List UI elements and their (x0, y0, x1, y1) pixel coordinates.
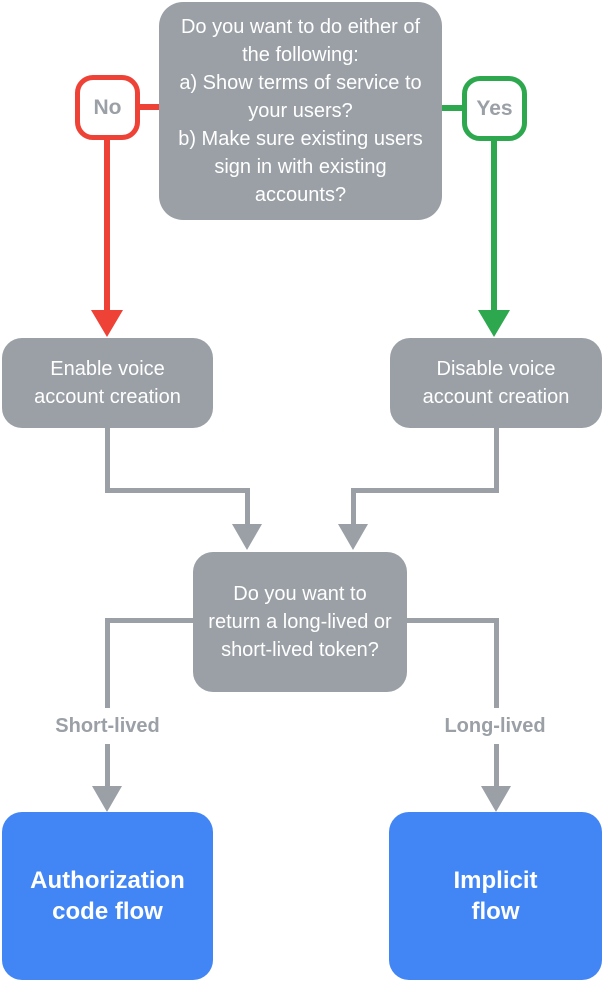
no-branch-badge: No (75, 75, 140, 140)
short-lived-tag: Short-lived (23, 708, 192, 744)
disable-voice-node: Disable voice account creation (390, 338, 602, 428)
arrow-down-icon (481, 786, 511, 812)
token-question-node: Do you want to return a long-lived or sh… (193, 552, 407, 692)
connector-long-horizontal (407, 618, 497, 623)
long-lived-tag: Long-lived (410, 708, 580, 744)
arrow-down-icon (232, 524, 262, 550)
top-question-line: b) Make sure existing users sign in with… (178, 128, 423, 206)
connector-enable-horizontal (105, 488, 250, 493)
arrow-down-icon (91, 310, 123, 337)
implicit-flow-line: Implicit (453, 867, 538, 894)
arrow-down-icon (338, 524, 368, 550)
connector-no-horizontal (140, 104, 159, 110)
connector-long-vertical (494, 618, 499, 786)
yes-branch-label: Yes (476, 96, 513, 120)
connector-short-vertical (105, 618, 110, 786)
top-question-line: a) Show terms of service to your users? (179, 72, 422, 122)
connector-no-vertical (104, 139, 110, 311)
token-question-label: Do you want to return a long-lived or sh… (208, 583, 392, 661)
yes-branch-badge: Yes (462, 76, 527, 141)
authorization-code-flow-line: Authorization (30, 867, 185, 894)
implicit-flow-node: Implicit flow (389, 812, 602, 980)
connector-yes-horizontal (442, 105, 462, 111)
no-branch-label: No (93, 95, 122, 119)
long-lived-tag-label: Long-lived (444, 714, 546, 737)
enable-voice-label: Enable voice account creation (34, 358, 181, 408)
disable-voice-label: Disable voice account creation (422, 358, 570, 408)
authorization-code-flow-node: Authorization code flow (2, 812, 213, 980)
arrow-down-icon (478, 310, 510, 337)
connector-disable-horizontal (351, 488, 499, 493)
enable-voice-node: Enable voice account creation (2, 338, 213, 428)
implicit-flow-line: flow (471, 898, 520, 925)
connector-enable-drop (245, 488, 250, 525)
top-question-node: Do you want to do either of the followin… (159, 2, 442, 220)
top-question-line: Do you want to do either of the followin… (180, 16, 421, 66)
short-lived-tag-label: Short-lived (55, 714, 160, 737)
connector-disable-vertical (494, 428, 499, 491)
connector-enable-vertical (105, 428, 110, 491)
arrow-down-icon (92, 786, 122, 812)
authorization-code-flow-line: code flow (52, 898, 163, 925)
connector-short-horizontal (107, 618, 193, 623)
connector-yes-vertical (491, 140, 497, 311)
connector-disable-drop (351, 488, 356, 525)
